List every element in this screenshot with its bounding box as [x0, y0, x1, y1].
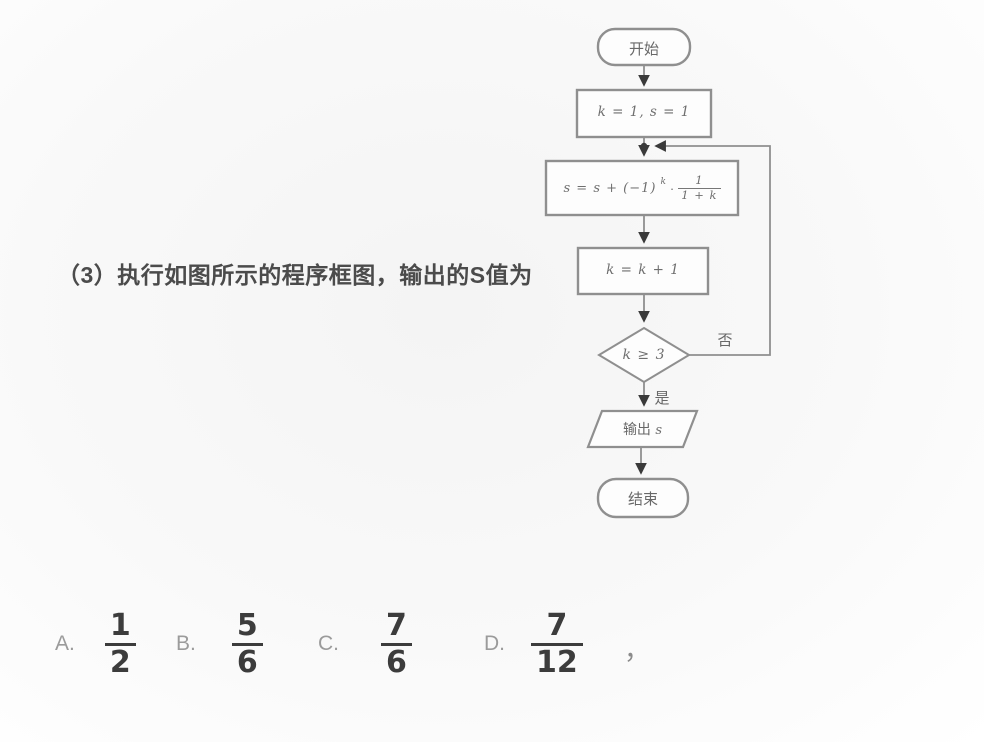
- option-c: C. 7 6: [318, 602, 412, 686]
- increment-label: k = k + 1: [606, 262, 680, 278]
- start-terminal-shape: [596, 27, 692, 67]
- increment-box-shape: [576, 246, 710, 296]
- option-a-letter: A.: [55, 632, 75, 655]
- option-d-fraction: 7 12: [531, 609, 583, 680]
- branch-yes-label: 是: [654, 389, 670, 407]
- option-b-letter: B.: [176, 632, 196, 655]
- output-label: 输出 s: [588, 419, 698, 439]
- option-d-letter: D.: [484, 632, 505, 655]
- fraction-numerator: 1: [695, 173, 704, 187]
- condition-label: k ≥ 3: [622, 347, 666, 363]
- junction-dot: [640, 142, 648, 150]
- option-b: B. 5 6: [176, 602, 263, 686]
- formula-exponent: k: [660, 177, 666, 187]
- option-d: D. 7 12: [484, 602, 583, 686]
- option-a-fraction: 1 2: [104, 607, 136, 680]
- output-parallelogram-shape: [586, 409, 699, 449]
- start-label: 开始: [628, 40, 659, 58]
- fraction-bar: [678, 187, 721, 189]
- output-prefix: 输出: [622, 422, 651, 438]
- option-b-numerator: 5: [236, 607, 258, 643]
- option-c-fraction-bar: [381, 642, 412, 646]
- end-label: 结束: [627, 490, 658, 508]
- option-a: A. 1 2: [55, 602, 136, 686]
- formula-prefix: s = s + (−1): [563, 180, 657, 196]
- option-a-numerator: 1: [109, 607, 131, 643]
- multiplication-dot: ·: [669, 180, 675, 196]
- decision-diamond-shape: [597, 326, 691, 384]
- branch-no-label: 否: [717, 331, 733, 349]
- output-var: s: [655, 423, 664, 438]
- fraction-denominator: 1 + k: [681, 187, 718, 202]
- formula-label: s = s + (−1)k · 1 1 + k: [546, 161, 738, 215]
- option-c-numerator: 7: [386, 607, 407, 643]
- option-d-denominator: 12: [536, 644, 578, 680]
- question-text: （3）执行如图所示的程序框图，输出的S值为: [57, 262, 533, 288]
- end-terminal-shape: [596, 477, 690, 519]
- option-b-fraction-bar: [231, 642, 263, 646]
- option-a-denominator: 2: [109, 644, 131, 680]
- option-a-fraction-bar: [104, 642, 136, 646]
- option-c-denominator: 6: [386, 644, 407, 680]
- option-c-letter: C.: [318, 632, 339, 655]
- init-box-shape: [575, 88, 713, 139]
- formula-fraction: 1 1 + k: [678, 173, 721, 202]
- trailing-comma: ，: [624, 636, 651, 666]
- option-c-fraction: 7 6: [381, 609, 412, 680]
- loopback-line: [654, 140, 771, 356]
- option-b-fraction: 5 6: [231, 607, 263, 680]
- init-label: k = 1, s = 1: [597, 104, 691, 120]
- option-b-denominator: 6: [236, 644, 258, 680]
- option-d-numerator: 7: [546, 607, 568, 643]
- option-d-fraction-bar: [531, 642, 583, 646]
